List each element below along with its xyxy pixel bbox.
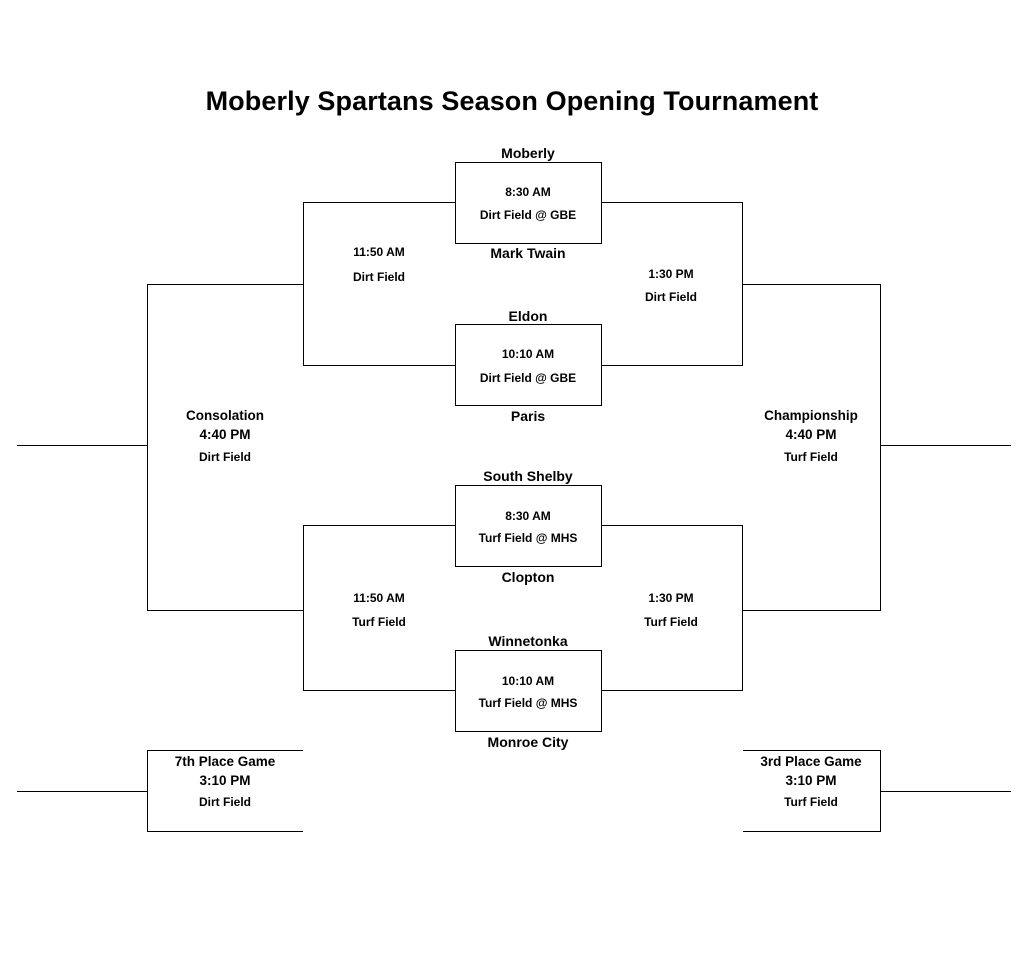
championship-label: Championship: [764, 408, 858, 423]
team-name: Winnetonka: [488, 633, 568, 649]
game-field: Turf Field: [352, 615, 406, 629]
game-time: 1:30 PM: [648, 591, 694, 605]
game-field: Dirt Field @ GBE: [479, 208, 577, 222]
game-box-1: [455, 162, 602, 244]
game-time: 3:10 PM: [199, 773, 251, 788]
game-field: Dirt Field: [198, 795, 251, 809]
game-box-4: [455, 650, 602, 732]
bracket-line: [742, 610, 881, 611]
bracket-line: [17, 445, 148, 446]
bracket-line: [303, 202, 455, 203]
seventh-place-label: 7th Place Game: [174, 754, 276, 769]
third-place-label: 3rd Place Game: [760, 754, 862, 769]
bracket-line: [303, 690, 455, 691]
team-name: Moberly: [501, 145, 555, 161]
bracket-line: [303, 365, 455, 366]
team-name: Paris: [510, 408, 546, 424]
game-field: Turf Field @ MHS: [478, 531, 578, 545]
bracket-line: [742, 525, 743, 691]
bracket-line: [601, 365, 743, 366]
page-title: Moberly Spartans Season Opening Tourname…: [205, 86, 819, 116]
game-field: Dirt Field: [352, 270, 405, 284]
team-name: Clopton: [501, 569, 555, 585]
team-name: Eldon: [508, 308, 548, 324]
bracket-line: [303, 525, 455, 526]
bracket-line: [601, 525, 743, 526]
bracket-line: [880, 791, 1011, 792]
bracket-line: [147, 750, 303, 751]
game-time: 8:30 AM: [505, 185, 551, 199]
team-name: Monroe City: [487, 734, 569, 750]
game-field: Dirt Field @ GBE: [479, 371, 577, 385]
bracket-line: [147, 610, 304, 611]
bracket-line: [601, 690, 743, 691]
game-field: Turf Field: [644, 615, 698, 629]
game-time: 8:30 AM: [505, 509, 551, 523]
game-field: Dirt Field: [198, 450, 251, 464]
game-field: Turf Field: [784, 450, 838, 464]
team-name: South Shelby: [483, 468, 573, 484]
game-time: 11:50 AM: [353, 591, 405, 605]
bracket-line: [743, 750, 881, 751]
game-time: 3:10 PM: [785, 773, 837, 788]
bracket-line: [742, 284, 881, 285]
consolation-label: Consolation: [186, 408, 264, 423]
bracket-line: [880, 445, 1011, 446]
bracket-line: [147, 284, 304, 285]
bracket-line: [880, 284, 881, 611]
bracket-line: [147, 831, 303, 832]
game-time: 10:10 AM: [501, 347, 555, 361]
game-time: 11:50 AM: [353, 245, 405, 259]
game-time: 4:40 PM: [785, 427, 837, 442]
game-box-2: [455, 324, 602, 406]
bracket-line: [147, 284, 148, 611]
game-field: Dirt Field: [644, 290, 697, 304]
game-box-3: [455, 485, 602, 567]
game-time: 1:30 PM: [648, 267, 694, 281]
bracket-line: [743, 831, 881, 832]
bracket-line: [601, 202, 743, 203]
bracket-line: [17, 791, 148, 792]
game-time: 10:10 AM: [501, 674, 555, 688]
game-time: 4:40 PM: [199, 427, 251, 442]
team-name: Mark Twain: [490, 245, 566, 261]
game-field: Turf Field: [784, 795, 838, 809]
game-field: Turf Field @ MHS: [478, 696, 578, 710]
bracket-line: [303, 525, 304, 691]
